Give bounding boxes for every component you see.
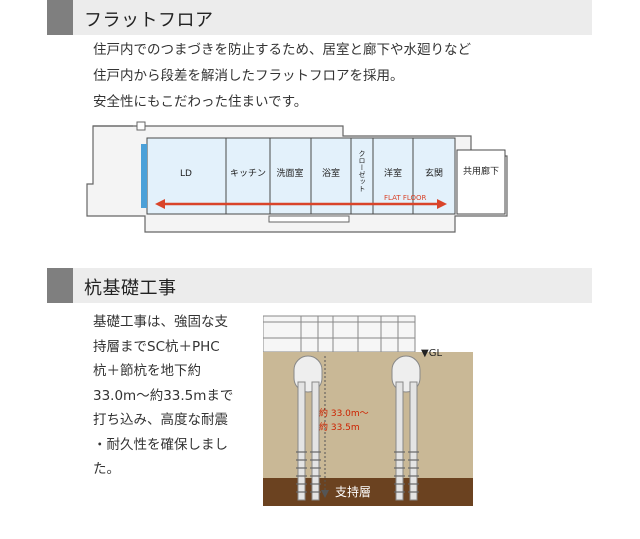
bearing-layer-label: 支持層 — [335, 484, 371, 499]
text-line: 杭＋節杭を地下約 — [93, 363, 201, 379]
pile-left — [293, 355, 323, 501]
text-line: 住戸内から段差を解消したフラットフロアを採用。 — [93, 68, 404, 84]
section-title: フラットフロア — [84, 10, 214, 31]
text-line: 持層までSC杭＋PHC — [93, 338, 220, 355]
text-line: た。 — [93, 461, 120, 477]
text-line: 33.0m～約33.5mまで — [93, 387, 234, 404]
arrow-head-left — [155, 199, 165, 209]
text-line: 基礎工事は、強固な支 — [93, 314, 228, 330]
flat-floor-diagram: LD キッチン 洗面室 浴室 クローゼット 洋室 玄関 共用廊下 FLAT FL… — [86, 121, 508, 233]
room-label-entrance: 玄関 — [425, 167, 443, 179]
text-line: 安全性にもこだわった住まいです。 — [93, 94, 308, 110]
depth-arrow-head — [321, 490, 329, 498]
text-line: ・耐久性を確保しまし — [93, 436, 228, 453]
unit-rooms-area — [146, 137, 456, 215]
text-line: 打ち込み、高度な耐震 — [93, 412, 228, 428]
pile-foundation-diagram: ▼GL 約 33.0m～ 約 33.5m 支持層 — [263, 315, 473, 506]
window-glass — [141, 144, 147, 208]
room-label-kitchen: キッチン — [230, 168, 266, 179]
room-label-ld: LD — [180, 169, 192, 179]
section-marker — [47, 268, 73, 303]
corridor-label: 共用廊下 — [463, 165, 499, 177]
text-line: 住戸内でのつまづきを防止するため、居室と廊下や水廻りなど — [93, 42, 471, 58]
section-header-flat-floor: フラットフロア — [47, 0, 592, 35]
pile-foundation-description: 基礎工事は、強固な支 持層までSC杭＋PHC 杭＋節杭を地下約 33.0m～約3… — [93, 310, 233, 482]
flat-floor-label: FLAT FLOOR — [384, 194, 427, 202]
building-details — [263, 316, 415, 352]
section-marker — [47, 0, 73, 35]
depth-label-2: 約 33.5m — [319, 421, 360, 433]
building-elevation — [263, 315, 416, 353]
room-label-bathroom: 浴室 — [322, 167, 340, 179]
section-title: 杭基礎工事 — [84, 278, 177, 299]
common-corridor — [456, 149, 506, 215]
room-label-western-room: 洋室 — [384, 167, 402, 179]
chimney — [136, 121, 146, 131]
depth-label-1: 約 33.0m～ — [319, 407, 369, 419]
arrow-head-right — [437, 199, 447, 209]
section-header-pile-foundation: 杭基礎工事 — [47, 268, 592, 303]
balcony-bar — [268, 215, 350, 223]
room-label-closet: クローゼット — [358, 150, 366, 192]
pile-right — [391, 355, 421, 501]
flat-floor-description: 住戸内でのつまづきを防止するため、居室と廊下や水廻りなど 住戸内から段差を解消し… — [93, 37, 471, 115]
room-label-washroom: 洗面室 — [276, 167, 303, 179]
gl-label: ▼GL — [421, 348, 442, 359]
